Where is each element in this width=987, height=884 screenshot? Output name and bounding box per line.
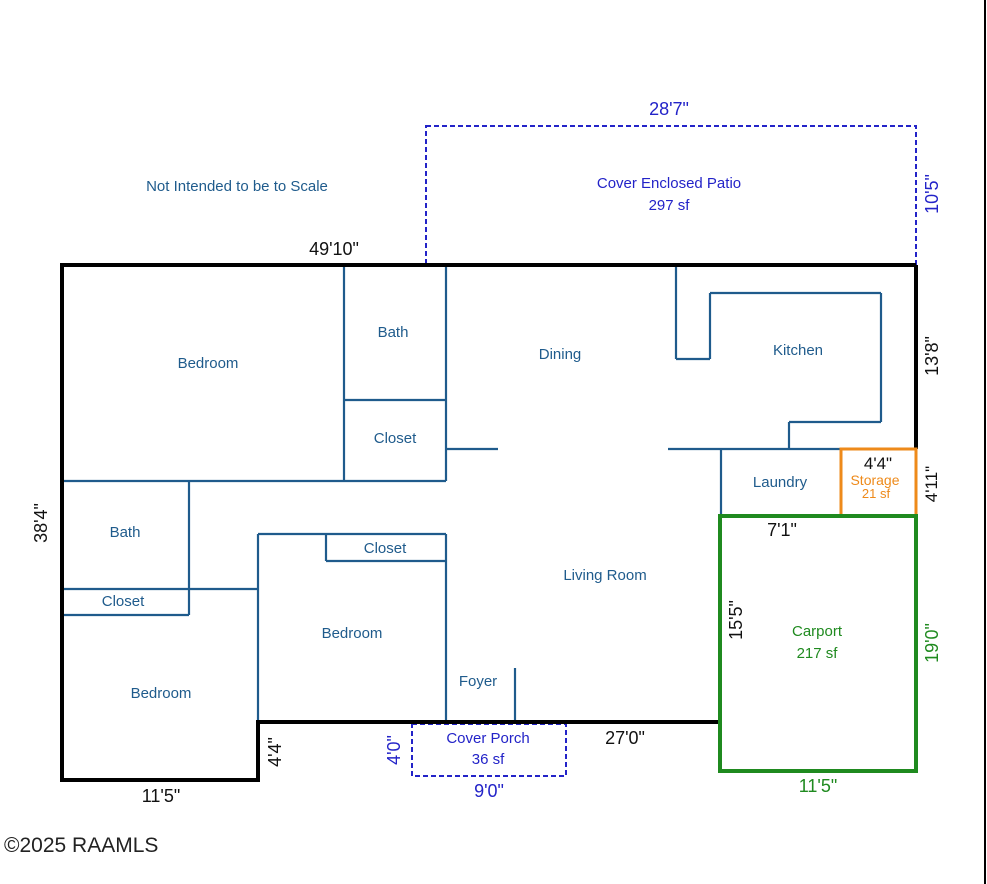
room-dining: Dining bbox=[539, 346, 582, 363]
front-wall-dim: 27'0" bbox=[605, 728, 645, 748]
interior-walls bbox=[62, 265, 916, 722]
patio-width: 28'7" bbox=[649, 99, 689, 119]
room-closet-mid: Closet bbox=[364, 540, 407, 557]
house-outline bbox=[60, 263, 721, 782]
kitchen-depth: 13'8" bbox=[922, 336, 942, 376]
carport-width: 11'5" bbox=[799, 776, 838, 796]
room-bedroom-mid: Bedroom bbox=[322, 625, 383, 642]
porch-width: 9'0" bbox=[474, 781, 504, 801]
patio-size: 297 sf bbox=[649, 197, 691, 214]
carport-outline bbox=[718, 514, 918, 773]
room-foyer: Foyer bbox=[459, 673, 497, 690]
room-kitchen: Kitchen bbox=[773, 342, 823, 359]
storage-size: 21 sf bbox=[862, 486, 891, 501]
patio-label: Cover Enclosed Patio bbox=[597, 175, 741, 192]
room-bath-left: Bath bbox=[110, 524, 141, 541]
carport-depth: 19'0" bbox=[922, 623, 942, 663]
porch-depth: 4'0" bbox=[384, 735, 404, 765]
storage-width: 4'4" bbox=[864, 454, 892, 473]
room-bath-top: Bath bbox=[378, 324, 409, 341]
bottom-left-width: 11'5" bbox=[142, 786, 181, 806]
room-bedroom-top-left: Bedroom bbox=[178, 355, 239, 372]
overall-width: 49'10" bbox=[309, 239, 359, 259]
patio-depth: 10'5" bbox=[922, 174, 942, 214]
carport-size: 217 sf bbox=[797, 645, 839, 662]
step-depth-dim: 4'4" bbox=[265, 737, 285, 767]
copyright: ©2025 RAAMLS bbox=[4, 834, 158, 857]
carport-label: Carport bbox=[792, 623, 843, 640]
room-closet-left: Closet bbox=[102, 593, 145, 610]
room-living: Living Room bbox=[563, 567, 646, 584]
porch-label: Cover Porch bbox=[446, 730, 529, 747]
porch-size: 36 sf bbox=[472, 751, 505, 768]
storage-label: Storage bbox=[850, 472, 899, 488]
carport-inner-width: 7'1" bbox=[767, 520, 797, 540]
room-laundry: Laundry bbox=[753, 474, 808, 491]
room-bedroom-bottom-left: Bedroom bbox=[131, 685, 192, 702]
overall-depth: 38'4" bbox=[31, 503, 51, 543]
patio-outline bbox=[425, 125, 917, 266]
room-closet-top: Closet bbox=[374, 430, 417, 447]
scale-note: Not Intended to be to Scale bbox=[146, 178, 328, 195]
storage-depth: 4'11" bbox=[922, 466, 941, 502]
carport-inner-depth: 15'5" bbox=[726, 600, 746, 640]
